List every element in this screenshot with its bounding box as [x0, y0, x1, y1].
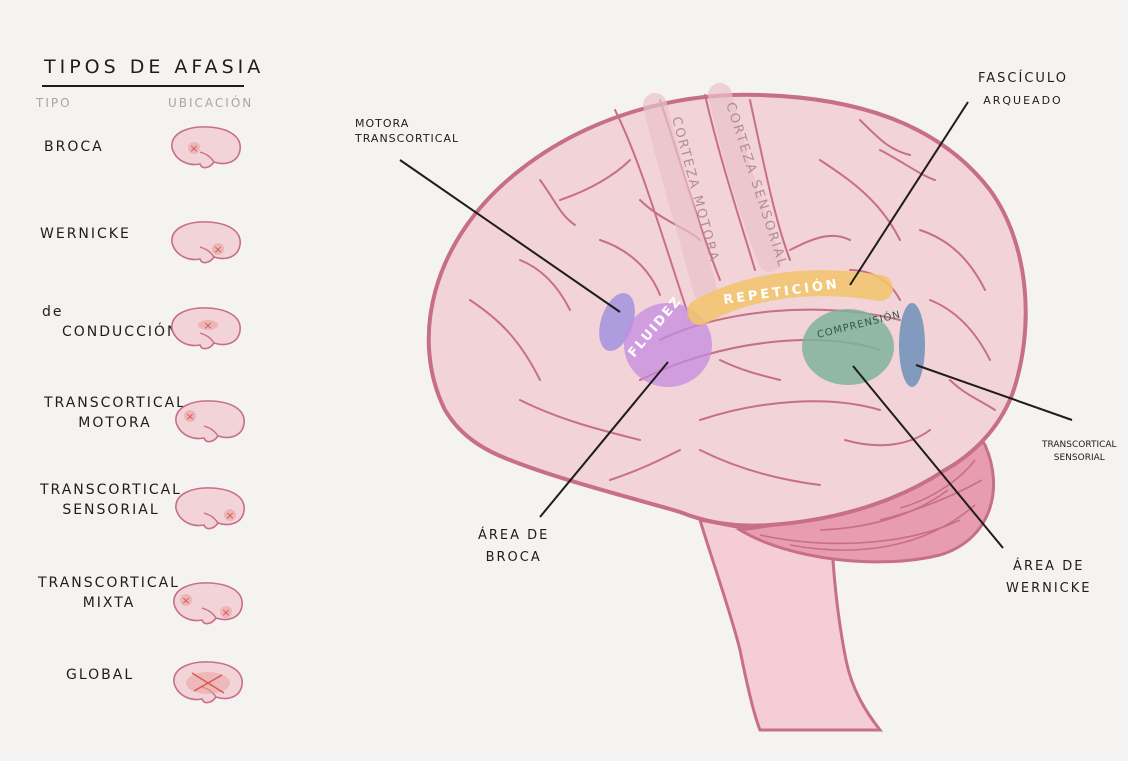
callout-fasciculo-arqueado: FASCÍCULO ARQUEADO: [978, 68, 1068, 112]
callout-line: TRANSCORTICAL: [1042, 439, 1117, 452]
callout-motora-transcortical: MOTORA TRANSCORTICAL: [355, 116, 459, 146]
callout-area-wernicke: ÁREA DE WERNICKE: [1006, 556, 1091, 600]
callout-area-broca: ÁREA DE BROCA: [478, 525, 549, 569]
callout-line: MOTORA: [355, 116, 459, 131]
callout-line: SENSORIAL: [1042, 452, 1117, 465]
callout-line: TRANSCORTICAL: [355, 131, 459, 146]
callout-line: FASCÍCULO: [978, 68, 1068, 90]
callout-line: ÁREA DE: [1006, 556, 1091, 578]
sensory-transcortical-region: [899, 303, 925, 387]
callout-line: BROCA: [478, 547, 549, 569]
callout-line: WERNICKE: [1006, 578, 1091, 600]
callout-line: ÁREA DE: [478, 525, 549, 547]
callout-transcortical-sensorial: TRANSCORTICAL SENSORIAL: [1042, 439, 1117, 465]
callout-line: ARQUEADO: [978, 90, 1068, 112]
